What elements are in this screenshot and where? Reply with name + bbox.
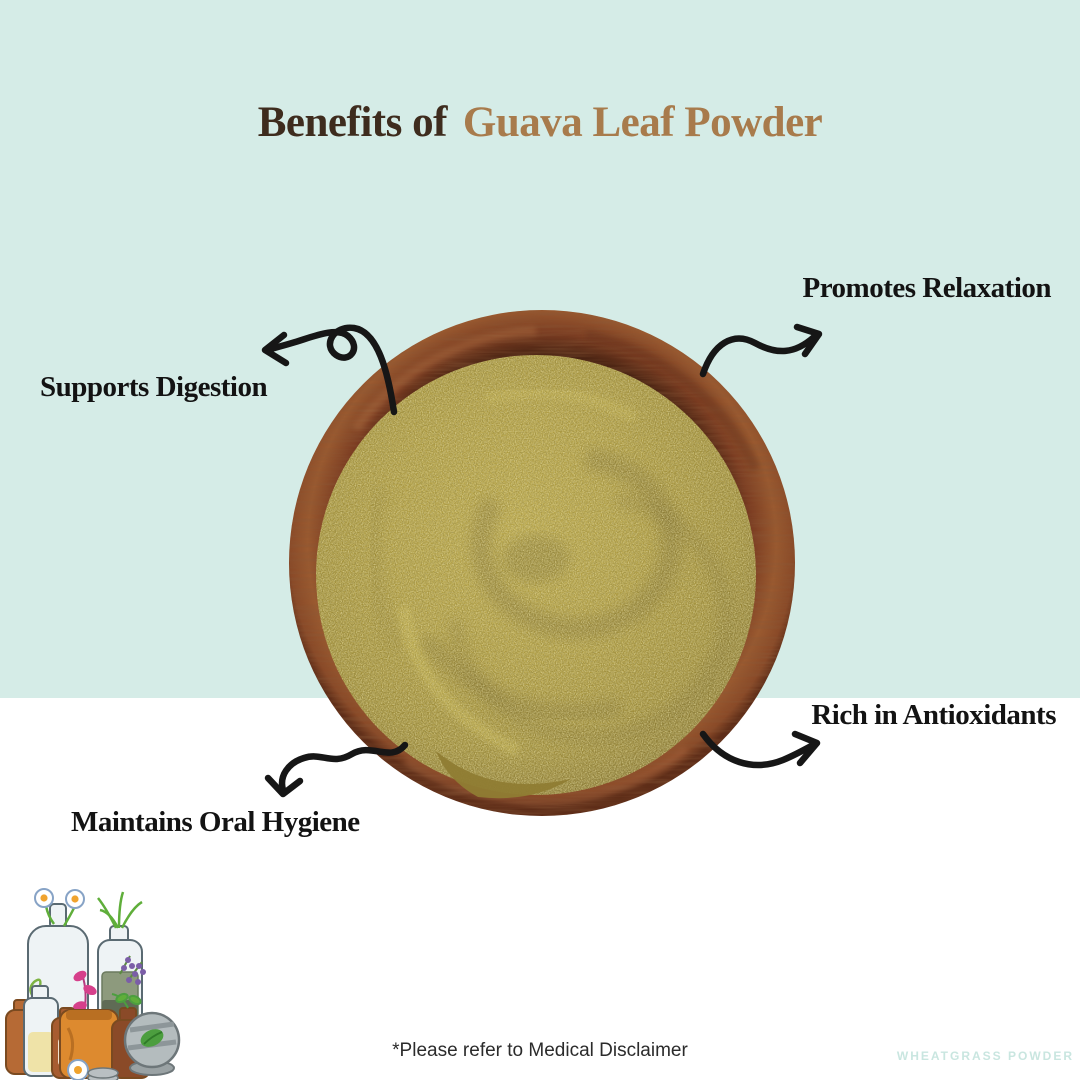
lavender-sprigs xyxy=(119,955,146,985)
arrow-to-maintains-oral-hygiene xyxy=(264,741,409,798)
medical-disclaimer-note: *Please refer to Medical Disclaimer xyxy=(392,1040,688,1061)
powder-spill xyxy=(436,751,571,799)
watermark-text: WHEATGRASS POWDER xyxy=(896,1049,1074,1063)
grass-sprigs xyxy=(97,891,143,929)
herbal-bottles-illustration xyxy=(5,888,181,1080)
arrow-to-supports-digestion xyxy=(261,324,398,416)
leaf-tin xyxy=(123,1011,181,1076)
sprout xyxy=(111,992,142,1009)
benefit-rich-in-antioxidants: Rich in Antioxidants xyxy=(811,699,1056,731)
benefit-maintains-oral-hygiene: Maintains Oral Hygiene xyxy=(71,806,360,838)
arrow-to-promotes-relaxation xyxy=(699,323,823,378)
page-title: Benefits of Guava Leaf Powder xyxy=(0,98,1080,147)
powder-surface xyxy=(316,355,756,795)
guava-powder-bowl-image xyxy=(289,310,795,816)
benefit-promotes-relaxation: Promotes Relaxation xyxy=(802,272,1052,304)
benefit-supports-digestion: Supports Digestion xyxy=(40,371,268,403)
title-prefix: Benefits of xyxy=(257,99,448,146)
small-daisy xyxy=(67,1059,89,1080)
arrow-to-rich-in-antioxidants xyxy=(699,730,821,769)
title-product-name: Guava Leaf Powder xyxy=(462,99,823,146)
daisy-flowers xyxy=(34,888,85,927)
metal-cap xyxy=(87,1067,119,1080)
